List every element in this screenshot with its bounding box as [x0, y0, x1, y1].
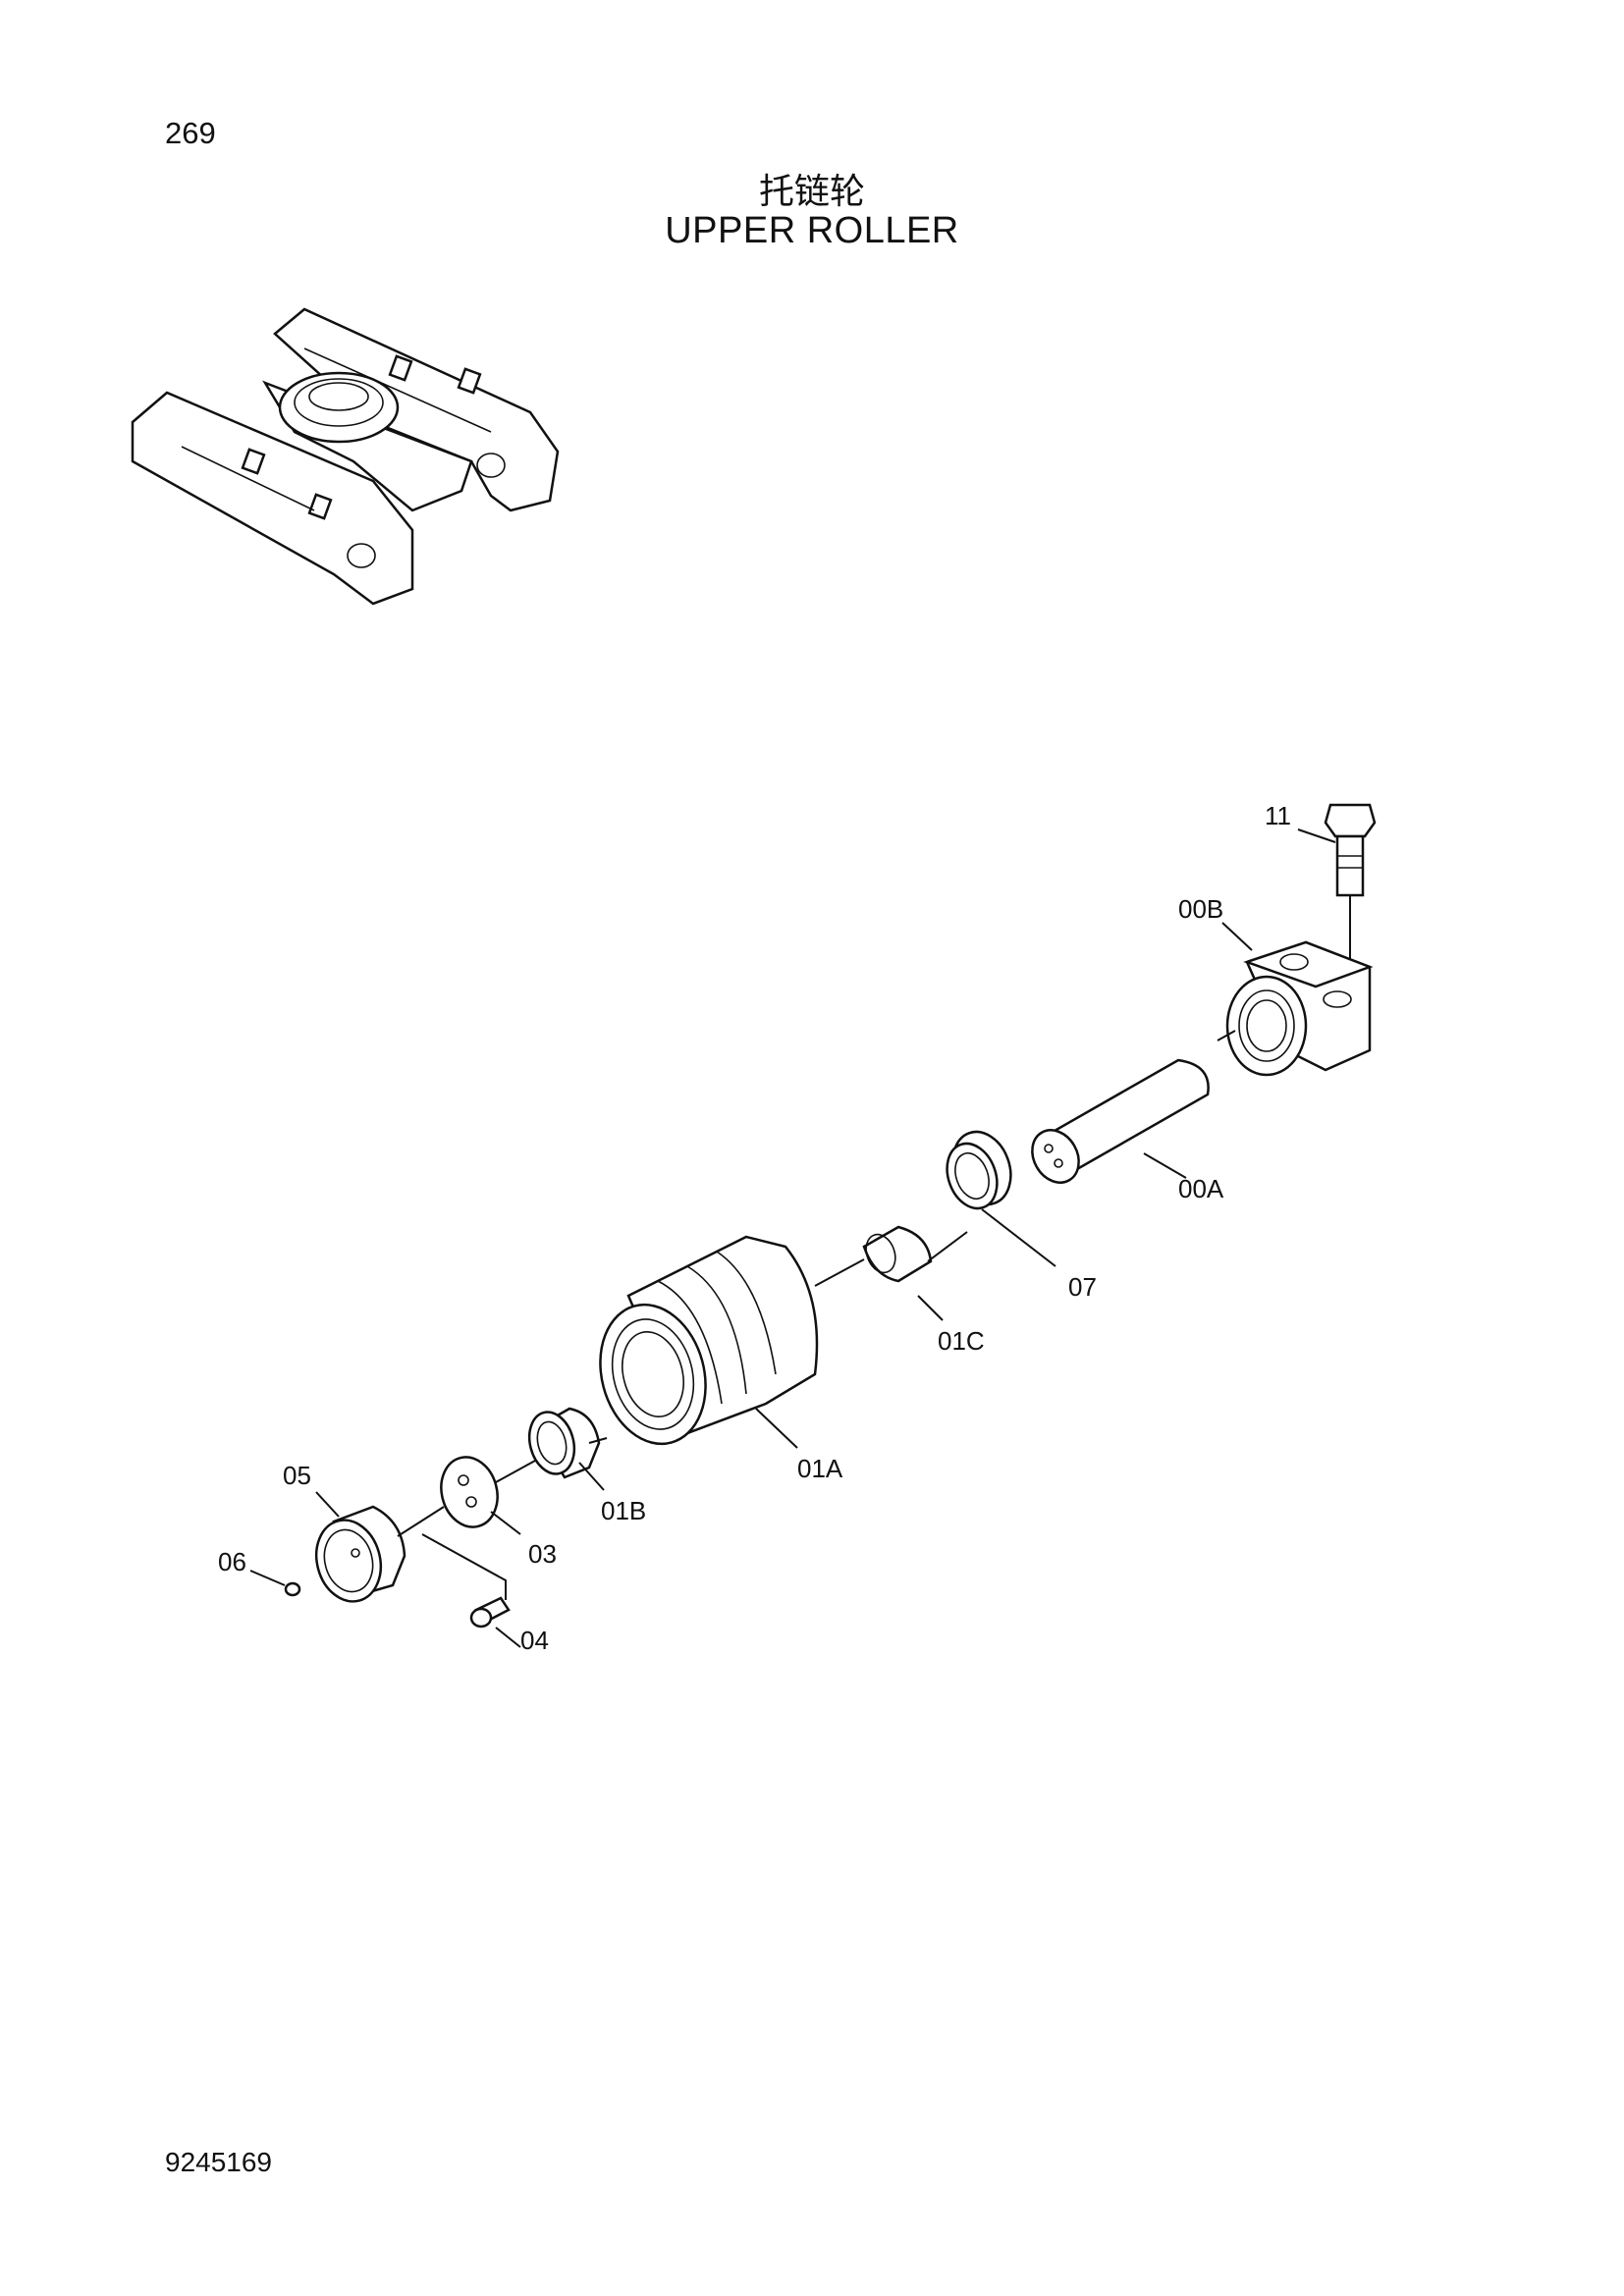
page-number: 269	[165, 116, 216, 150]
label-01B: 01B	[601, 1496, 646, 1525]
label-03: 03	[528, 1539, 557, 1569]
part-07-seal	[946, 1130, 1012, 1210]
label-00A: 00A	[1178, 1174, 1224, 1203]
label-11: 11	[1265, 801, 1291, 830]
part-01B-collar	[527, 1407, 601, 1479]
document-number: 9245169	[165, 2147, 273, 2177]
part-01A-roller-body	[599, 1235, 819, 1446]
part-00A-shaft	[1031, 1058, 1210, 1184]
label-06: 06	[218, 1547, 246, 1576]
leader-lines	[249, 828, 1336, 1648]
label-01A: 01A	[797, 1454, 843, 1483]
part-01C-bushing	[862, 1225, 933, 1283]
label-05: 05	[283, 1461, 311, 1490]
label-04: 04	[520, 1626, 549, 1655]
part-11-bolt	[1324, 803, 1377, 967]
title-chinese: 托链轮	[758, 172, 865, 212]
label-01C: 01C	[938, 1326, 985, 1356]
part-06-plug	[284, 1581, 301, 1597]
part-03-plate	[440, 1456, 499, 1528]
part-05-cover	[314, 1505, 406, 1603]
title-english: UPPER ROLLER	[665, 210, 959, 251]
label-00B: 00B	[1178, 894, 1223, 924]
part-00B-bracket	[1225, 940, 1374, 1077]
part-04-bolt	[469, 1596, 511, 1629]
label-07: 07	[1068, 1272, 1097, 1302]
track-frame-overview	[131, 307, 560, 606]
